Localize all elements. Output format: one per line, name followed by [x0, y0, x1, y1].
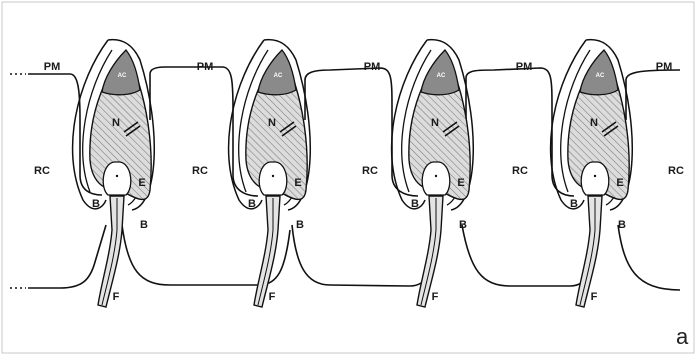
- label-b-right: B: [296, 219, 304, 231]
- label-rc: RC: [668, 165, 684, 177]
- label-f: F: [432, 291, 439, 303]
- label-ac: AC: [437, 73, 446, 79]
- label-pm: PM: [197, 61, 214, 73]
- label-f: F: [269, 291, 276, 303]
- panel-letter: a: [676, 324, 689, 349]
- label-pm: PM: [516, 61, 533, 73]
- centriole-dot: [272, 175, 274, 177]
- implantation-fossa: [259, 162, 287, 195]
- label-b-right: B: [459, 219, 467, 231]
- left-continuation-dots: [10, 74, 26, 288]
- spermatid-unit: [73, 40, 155, 307]
- label-b-left: B: [92, 198, 100, 210]
- label-e: E: [138, 177, 145, 189]
- label-e: E: [457, 177, 464, 189]
- spermatid-unit: [229, 40, 311, 307]
- label-f: F: [113, 291, 120, 303]
- label-rc: RC: [512, 165, 528, 177]
- label-b-left: B: [248, 198, 256, 210]
- spermatid-unit: [551, 40, 633, 307]
- label-pm: PM: [364, 61, 381, 73]
- label-b-right: B: [140, 219, 148, 231]
- label-b-left: B: [570, 198, 578, 210]
- flagellum: [98, 196, 124, 307]
- implantation-fossa: [581, 162, 609, 195]
- flagellum: [576, 196, 602, 307]
- label-b-left: B: [411, 198, 419, 210]
- label-n: N: [590, 117, 598, 129]
- centriole-dot: [435, 175, 437, 177]
- label-pm: PM: [44, 61, 61, 73]
- label-b-right: B: [618, 219, 626, 231]
- centriole-dot: [116, 175, 118, 177]
- label-ac: AC: [274, 73, 283, 79]
- implantation-fossa: [103, 162, 131, 195]
- label-f: F: [591, 291, 598, 303]
- label-rc: RC: [362, 165, 378, 177]
- centriole-dot: [594, 175, 596, 177]
- flagellum: [254, 196, 280, 307]
- label-n: N: [431, 117, 439, 129]
- label-e: E: [294, 177, 301, 189]
- spermatid-unit: [392, 40, 474, 307]
- label-ac: AC: [596, 73, 605, 79]
- flagellum: [417, 196, 443, 307]
- label-e: E: [616, 177, 623, 189]
- label-n: N: [268, 117, 276, 129]
- label-n: N: [112, 117, 120, 129]
- label-pm: PM: [656, 61, 673, 73]
- implantation-fossa: [422, 162, 450, 195]
- label-ac: AC: [118, 73, 127, 79]
- label-rc: RC: [192, 165, 208, 177]
- label-rc: RC: [34, 165, 50, 177]
